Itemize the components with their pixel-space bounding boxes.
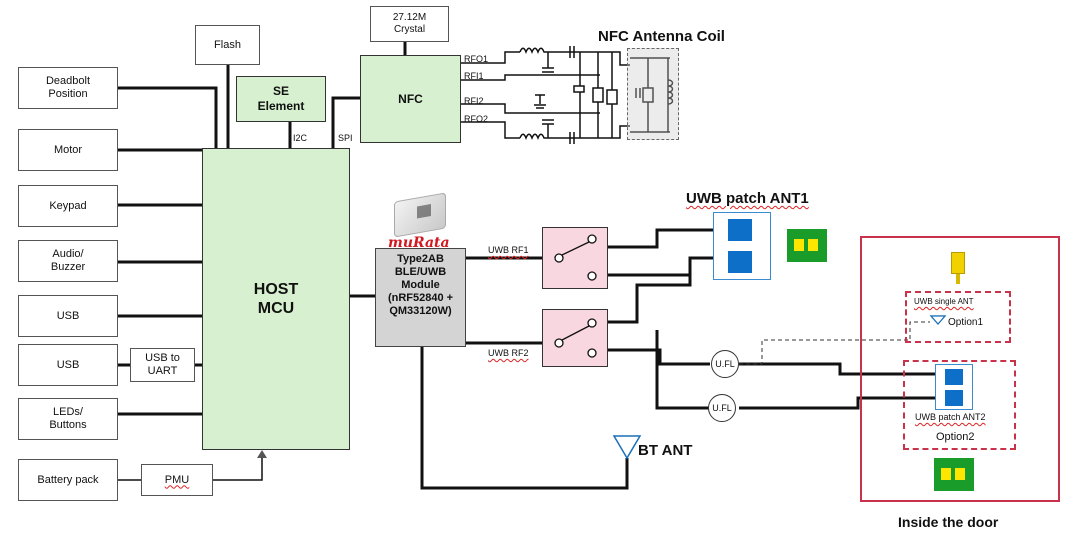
motor-block: Motor <box>18 129 118 171</box>
option2-label: Option2 <box>936 431 975 443</box>
spi-label: SPI <box>338 133 353 143</box>
leds-label: LEDs/ Buttons <box>49 406 87 431</box>
host-mcu-label: HOST MCU <box>253 281 299 317</box>
host-mcu-block: HOST MCU <box>202 148 350 450</box>
uwb-single-ant-label: UWB single ANT <box>914 297 974 306</box>
usb-block-1: USB <box>18 295 118 337</box>
uwb-patch-ant1-title: UWB patch ANT1 <box>686 190 809 207</box>
inside-door-region <box>860 236 1060 502</box>
uwb-patch-ant2-text: UWB patch ANT2 <box>915 412 986 422</box>
pmu-label: PMU <box>164 473 190 486</box>
nfc-pin-rfi2: RFI2 <box>464 96 484 106</box>
usb-label-1: USB <box>56 309 80 322</box>
flash-label: Flash <box>214 38 241 51</box>
patch-element <box>945 390 963 406</box>
se-element-block: SE Element <box>236 76 326 122</box>
rf-switch-1 <box>542 227 608 289</box>
nfc-block: NFC <box>360 55 461 143</box>
single-antenna-icon <box>951 252 965 274</box>
patch-element <box>728 251 752 273</box>
audio-label: Audio/ Buzzer <box>50 248 86 273</box>
option1-box <box>905 291 1011 343</box>
module-line2: BLE/UWB <box>394 266 447 278</box>
nfc-label: NFC <box>398 91 423 106</box>
nfc-antenna-coil-title: NFC Antenna Coil <box>598 28 725 45</box>
nfc-pin-rfo2: RFO2 <box>464 114 489 124</box>
flash-block: Flash <box>195 25 260 65</box>
leds-buttons-block: LEDs/ Buttons <box>18 398 118 440</box>
module-line5: QM33120W) <box>389 305 452 317</box>
single-antenna-stem-icon <box>956 274 960 284</box>
murata-logo: muRata <box>388 235 450 251</box>
uwb-rf1-label: UWB RF1 <box>488 245 529 255</box>
battery-label: Battery pack <box>37 473 99 486</box>
uwb-rf1-text: UWB RF1 <box>488 245 529 255</box>
battery-pack-block: Battery pack <box>18 459 118 501</box>
ble-uwb-module-block: Type2AB BLE/UWB Module (nRF52840 + QM331… <box>375 248 466 347</box>
uwb-patch-ant2 <box>935 364 973 410</box>
deadbolt-position-block: Deadbolt Position <box>18 67 118 109</box>
crystal-label: 27.12M Crystal <box>392 12 427 35</box>
keypad-block: Keypad <box>18 185 118 227</box>
audio-buzzer-block: Audio/ Buzzer <box>18 240 118 282</box>
usb-to-uart-block: USB to UART <box>130 348 195 382</box>
usb-block-2: USB <box>18 344 118 386</box>
usb-uart-label: USB to UART <box>145 352 180 377</box>
nfc-pin-rfi1: RFI1 <box>464 71 484 81</box>
uwb-ant1-pcb-thumb <box>787 229 827 262</box>
option1-label: Option1 <box>948 317 984 328</box>
pmu-block: PMU <box>141 464 213 496</box>
uwb-single-ant-text: UWB single ANT <box>914 297 974 306</box>
uwb-rf2-label: UWB RF2 <box>488 348 529 358</box>
uwb-patch-ant1 <box>713 212 771 280</box>
inside-door-title: Inside the door <box>898 514 999 530</box>
module-line4: (nRF52840 + <box>387 292 454 304</box>
uwb-patch-ant2-label: UWB patch ANT2 <box>915 412 986 422</box>
i2c-label: I2C <box>293 133 308 143</box>
motor-label: Motor <box>53 143 83 156</box>
patch-element <box>945 369 963 385</box>
nfc-coil-outline <box>627 48 679 140</box>
ufl-connector-1: U.FL <box>711 350 739 378</box>
crystal-block: 27.12M Crystal <box>370 6 449 42</box>
usb-label-2: USB <box>56 358 80 371</box>
keypad-label: Keypad <box>49 199 87 212</box>
se-label: SE Element <box>257 84 305 113</box>
patch-element <box>728 219 752 241</box>
uwb-rf2-text: UWB RF2 <box>488 348 529 358</box>
module-line3: Module <box>401 279 440 291</box>
option2-box <box>903 360 1016 450</box>
rf-switch-2 <box>542 309 608 367</box>
uwb-patch-ant1-text: UWB patch ANT1 <box>686 190 809 207</box>
uwb-ant2-pcb-thumb <box>934 458 974 491</box>
ufl-connector-2: U.FL <box>708 394 736 422</box>
deadbolt-label: Deadbolt Position <box>45 75 91 100</box>
nfc-pin-rfo1: RFO1 <box>464 54 489 64</box>
module-line1: Type2AB <box>397 253 444 265</box>
bt-ant-title: BT ANT <box>638 442 693 459</box>
